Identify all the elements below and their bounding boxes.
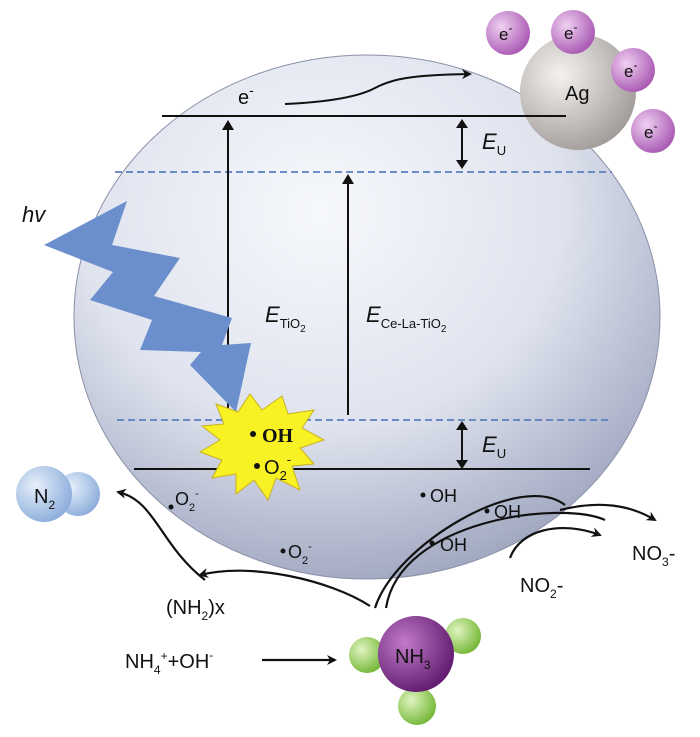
to-no2-arrow xyxy=(508,527,602,559)
to-no3-arrow xyxy=(559,503,657,522)
nh3-to-nh2x-arrow xyxy=(198,568,371,607)
electron-ball-label: e- xyxy=(499,21,512,44)
burst-o2-label: O2- xyxy=(264,452,291,483)
radical-dot xyxy=(168,504,174,510)
electron-ball-label: e- xyxy=(644,119,657,142)
radical-dot xyxy=(484,508,490,514)
ecelatio2-label: ECe-La-TiO2 xyxy=(366,302,447,335)
electron-ball-2: e- xyxy=(551,10,595,54)
electron-ball-4: e- xyxy=(631,109,675,153)
etio2-label: ETiO2 xyxy=(265,302,306,335)
nh2x-to-n2-arrow xyxy=(116,488,206,581)
nh3-molecule: NH3 xyxy=(349,616,481,725)
light-bolt-icon xyxy=(44,201,251,412)
electron-ball-3: e- xyxy=(611,48,655,92)
hydrogen-atom xyxy=(445,618,481,654)
ag-nanoparticle xyxy=(520,34,636,150)
burst-oh-label: OH xyxy=(262,425,294,447)
eu-lower-label: EU xyxy=(482,432,506,461)
n2-label: N2 xyxy=(34,486,55,512)
nh3-oxidation-curve-outer xyxy=(384,511,606,609)
excitation-burst xyxy=(198,393,326,502)
nh2x-label: (NH2)x xyxy=(166,597,225,623)
radical-dot xyxy=(254,463,260,469)
oh-radical-label-3: OH xyxy=(440,535,467,555)
ag-label: Ag xyxy=(565,83,589,105)
radical-dot xyxy=(250,431,256,437)
eu-upper-label: EU xyxy=(482,129,506,158)
o2-radical-label-1: O2- xyxy=(175,488,199,514)
electron-ball-label: e- xyxy=(624,58,637,81)
nh3-oxidation-curve xyxy=(373,494,566,609)
electron-ball-1: e- xyxy=(486,11,530,55)
n2-molecule xyxy=(16,466,72,522)
radical-dot xyxy=(280,548,286,554)
nh3-label: NH3 xyxy=(395,646,431,672)
nh4-oh-label: NH4++OH- xyxy=(125,648,213,677)
o2-radical-label-2: O2- xyxy=(288,541,312,567)
radical-dot xyxy=(420,492,426,498)
hydrogen-atom xyxy=(398,687,436,725)
electron-transfer-arrow xyxy=(284,69,472,105)
electron-label: e- xyxy=(238,82,254,109)
light-label: hv xyxy=(22,202,47,227)
hydrogen-atom xyxy=(349,637,385,673)
electron-ball-label: e- xyxy=(564,20,577,43)
no2-label: NO2- xyxy=(520,575,563,601)
oh-radical-label-1: OH xyxy=(430,486,457,506)
no3-label: NO3- xyxy=(632,543,675,569)
nitrogen-atom xyxy=(378,616,454,692)
